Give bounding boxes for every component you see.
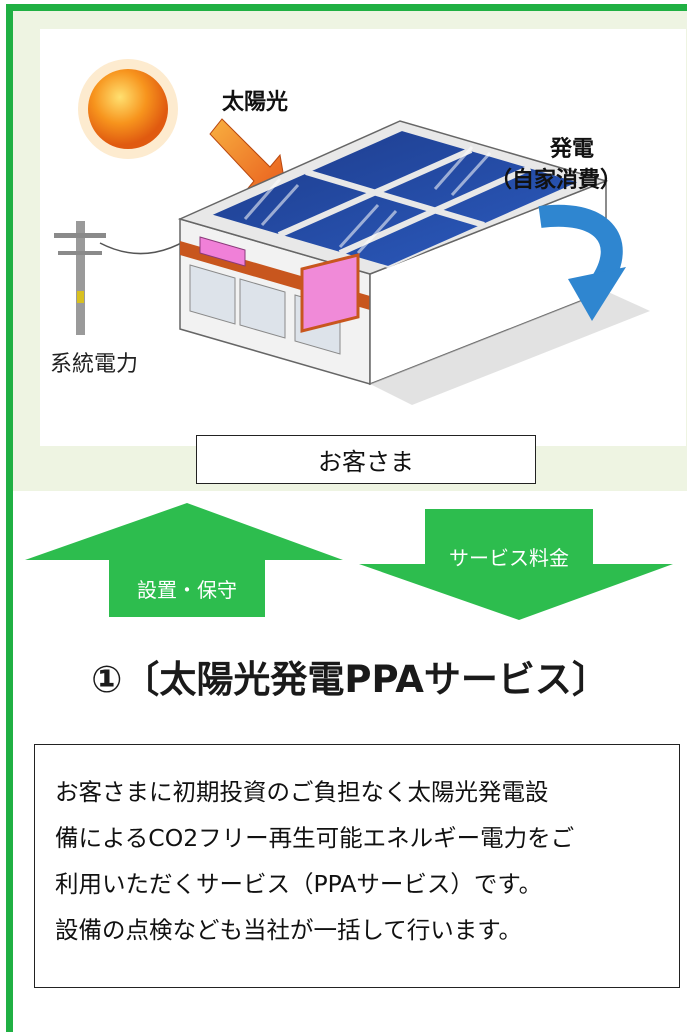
grid-power-label: 系統電力 — [50, 352, 138, 377]
solar-panels — [207, 128, 583, 269]
description-line: 利用いただくサービス（PPAサービス）です。 — [55, 870, 543, 898]
description-line: お客さまに初期投資のご負担なく太陽光発電設 — [55, 778, 549, 806]
illustration-panel: 太陽光 系統電力 — [13, 11, 687, 491]
solar-ppa-illustration: 太陽光 系統電力 — [50, 59, 650, 405]
sunlight-label: 太陽光 — [222, 90, 288, 115]
illustration: 太陽光 系統電力 — [40, 29, 686, 446]
service-title: ①〔太陽光発電PPAサービス〕 — [91, 658, 609, 701]
sun-icon — [88, 69, 168, 149]
sign-small — [199, 236, 246, 267]
down-arrow — [359, 509, 673, 620]
utility-pole-icon — [54, 221, 201, 335]
building-shadow — [370, 291, 650, 405]
up-arrow — [25, 503, 343, 617]
description-line: 備によるCO2フリー再生可能エネルギー電力をご — [55, 824, 575, 852]
down-arrow-label: サービス料金 — [449, 545, 569, 570]
frame: 太陽光 系統電力 — [6, 4, 687, 1032]
up-arrow-label: 設置・保守 — [137, 578, 237, 602]
exchange-arrows: 設置・保守 サービス料金 — [13, 496, 687, 626]
self-consumption-label: （自家消費） — [490, 167, 622, 193]
description-line: 設備の点検なども当社が一括して行います。 — [55, 916, 522, 944]
cycle-arrow-head — [568, 267, 626, 321]
description-box: お客さまに初期投資のご負担なく太陽光発電設 備によるCO2フリー再生可能エネルギ… — [34, 744, 680, 988]
customer-box: お客さま — [196, 435, 536, 484]
sign-large — [300, 253, 360, 333]
generation-label: 発電 — [549, 137, 594, 162]
cycle-arrow-icon — [538, 204, 623, 291]
